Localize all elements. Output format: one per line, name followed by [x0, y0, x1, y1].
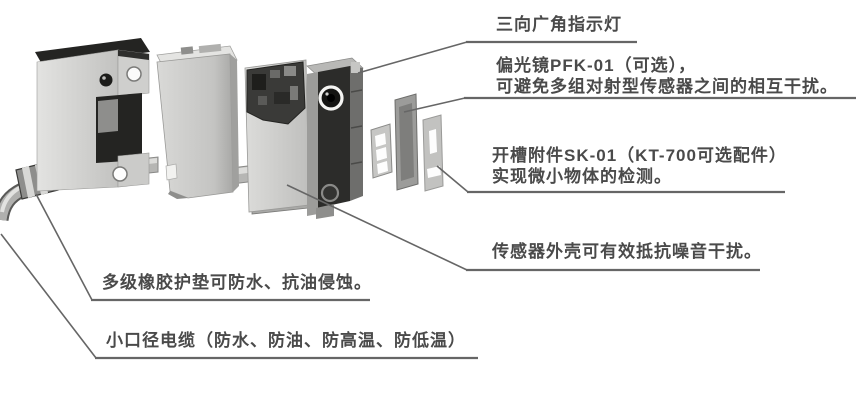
callout-label-slot-attachment: 开槽附件SK-01（KT-700可选配件） 实现微小物体的检测。 — [492, 145, 787, 187]
callout-text: 开槽附件SK-01（KT-700可选配件） — [492, 146, 787, 165]
bracket-hole-icon — [126, 66, 142, 82]
leader-slot-attachment — [436, 165, 785, 194]
slot-attachment-plate — [422, 114, 444, 192]
callout-label-polarizing-filter: 偏光镜PFK-01（可选）， 可避免多组对射型传感器之间的相互干扰。 — [496, 55, 838, 97]
callout-label-rubber-gasket: 多级橡胶护垫可防水、抗油侵蚀。 — [102, 272, 372, 293]
mounting-clip — [370, 123, 393, 179]
leader-cable — [0, 233, 478, 360]
callout-text: 实现微小物体的检测。 — [492, 167, 672, 186]
callout-text: 可避免多组对射型传感器之间的相互干扰。 — [496, 77, 838, 96]
leader-indicator-lamp — [357, 40, 637, 74]
mounting-bracket — [35, 38, 150, 192]
callout-text: 多级橡胶护垫可防水、抗油侵蚀。 — [102, 273, 372, 292]
callout-label-cable: 小口径电缆（防水、防油、防高温、防低温） — [106, 330, 466, 351]
leader-lines — [0, 40, 856, 360]
rear-cover — [156, 43, 239, 199]
callout-text: 传感器外壳可有效抵抗噪音干扰。 — [492, 242, 762, 261]
polarizing-filter-plate — [394, 93, 419, 191]
leader-polarizing-filter — [403, 96, 856, 113]
callout-text: 三向广角指示灯 — [496, 15, 622, 34]
cable — [0, 183, 26, 222]
sensor-body — [244, 59, 310, 215]
indicator-lamp — [351, 62, 360, 73]
leader-rubber-gasket — [35, 193, 370, 302]
callout-label-sensor-housing: 传感器外壳可有效抵抗噪音干扰。 — [492, 241, 762, 262]
front-cover-with-lens — [306, 57, 364, 219]
bracket-hole-icon — [112, 166, 128, 182]
callout-text: 偏光镜PFK-01（可选）， — [496, 56, 697, 75]
receiver-lens-icon — [320, 183, 340, 203]
leader-sensor-housing — [286, 184, 760, 272]
bracket-hole-icon — [99, 73, 113, 87]
callout-text: 小口径电缆（防水、防油、防高温、防低温） — [106, 331, 466, 350]
callout-label-indicator-lamp: 三向广角指示灯 — [496, 14, 622, 35]
